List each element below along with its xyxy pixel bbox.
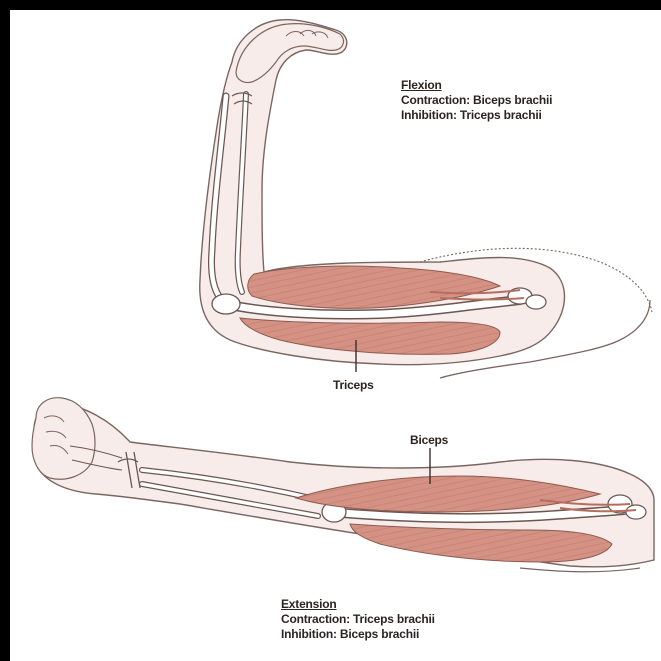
extended-shoulder-bone-b — [626, 505, 646, 519]
flexion-inhibition: Inhibition: Triceps brachii — [401, 108, 552, 123]
triceps-label: Triceps — [333, 378, 374, 392]
arm-drawings — [10, 10, 661, 661]
flexed-elbow-bone — [212, 294, 240, 314]
extension-inhibition: Inhibition: Biceps brachii — [281, 627, 435, 642]
flexion-title: Flexion — [401, 78, 552, 93]
flexion-contraction: Contraction: Biceps brachii — [401, 93, 552, 108]
flexed-arm — [200, 20, 652, 378]
extended-torso-outline — [520, 568, 640, 572]
extension-title: Extension — [281, 597, 435, 612]
extended-arm — [32, 398, 654, 572]
extension-contraction: Contraction: Triceps brachii — [281, 612, 435, 627]
anatomy-illustration: Flexion Contraction: Biceps brachii Inhi… — [10, 10, 661, 661]
flexion-caption: Flexion Contraction: Biceps brachii Inhi… — [401, 78, 552, 123]
flexed-shoulder-bone-b — [526, 295, 546, 309]
biceps-label: Biceps — [410, 433, 448, 447]
extension-caption: Extension Contraction: Triceps brachii I… — [281, 597, 435, 642]
